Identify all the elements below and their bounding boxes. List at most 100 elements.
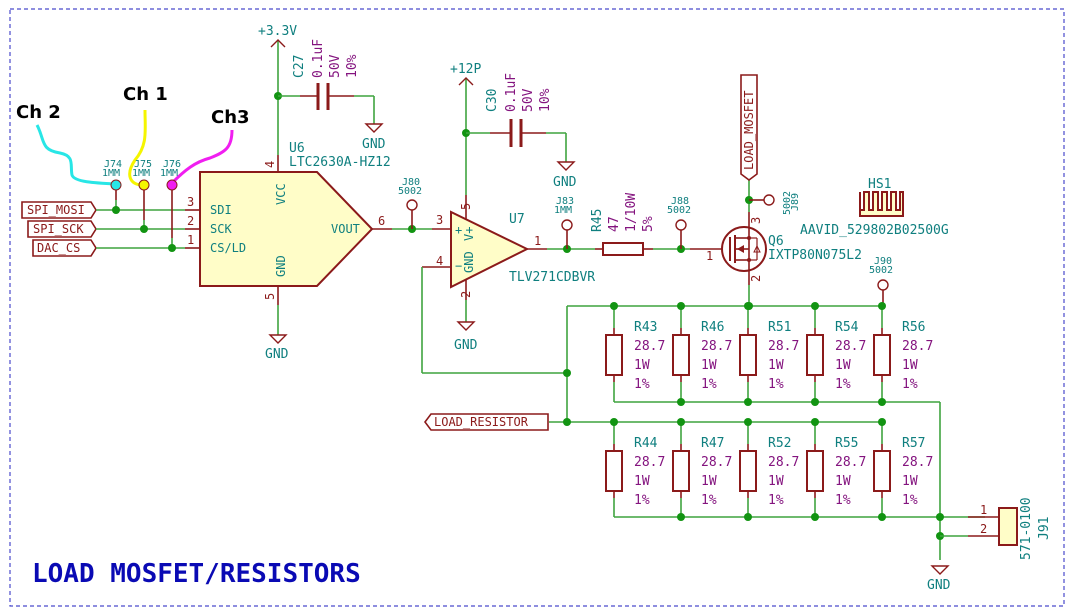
svg-text:1: 1 bbox=[706, 249, 713, 263]
resistor-value: 28.7 bbox=[701, 455, 732, 470]
r45-resistor[interactable] bbox=[602, 242, 644, 256]
q6-mosfet[interactable] bbox=[721, 226, 767, 272]
resistor-value: 28.7 bbox=[701, 339, 732, 354]
resistor-power: 1W bbox=[902, 358, 918, 373]
gnd-symbol bbox=[268, 334, 288, 344]
hs1-ref: HS1 bbox=[868, 177, 891, 192]
resistor-r52[interactable]: R52 28.7 1W 1% bbox=[739, 418, 799, 521]
svg-text:5002: 5002 bbox=[782, 191, 793, 215]
svg-text:SPI_SCK: SPI_SCK bbox=[33, 222, 84, 236]
resistor-power: 1W bbox=[634, 474, 650, 489]
gnd-symbol bbox=[556, 161, 576, 171]
resistor-value: 28.7 bbox=[768, 455, 799, 470]
svg-text:J88: J88 bbox=[671, 196, 689, 207]
resistor-tolerance: 1% bbox=[835, 493, 851, 508]
r45-value: 47 bbox=[607, 216, 622, 232]
resistor-tolerance: 1% bbox=[768, 377, 784, 392]
u7-opamp[interactable] bbox=[450, 210, 530, 289]
resistor-power: 1W bbox=[902, 474, 918, 489]
resistor-tolerance: 1% bbox=[701, 377, 717, 392]
testpoint-j90[interactable] bbox=[877, 279, 889, 291]
svg-text:V+: V+ bbox=[462, 227, 476, 241]
resistor-tolerance: 1% bbox=[634, 493, 650, 508]
j74-ref: J74 bbox=[104, 159, 122, 170]
q6-ref: Q6 bbox=[768, 234, 784, 249]
gnd-symbol bbox=[364, 123, 384, 133]
testpoint-j83[interactable] bbox=[561, 219, 573, 231]
resistor-r51[interactable]: R51 28.7 1W 1% bbox=[739, 302, 799, 406]
resistor-ref: R44 bbox=[634, 436, 658, 451]
svg-text:5002: 5002 bbox=[398, 186, 422, 197]
svg-text:50V: 50V bbox=[521, 88, 536, 112]
svg-text:J89: J89 bbox=[790, 193, 801, 211]
svg-text:2: 2 bbox=[980, 522, 987, 536]
svg-text:5002: 5002 bbox=[667, 205, 691, 216]
probe-label-ch2: Ch 2 bbox=[16, 102, 61, 123]
resistor-value: 28.7 bbox=[634, 339, 665, 354]
power-12p-label: +12P bbox=[450, 62, 481, 77]
resistor-ref: R55 bbox=[835, 436, 858, 451]
svg-text:J90: J90 bbox=[874, 256, 892, 267]
u6-pin-sck: SCK bbox=[210, 222, 232, 236]
resistor-value: 28.7 bbox=[768, 339, 799, 354]
svg-text:5: 5 bbox=[263, 293, 277, 300]
svg-text:5%: 5% bbox=[641, 216, 656, 232]
svg-text:50V: 50V bbox=[328, 54, 343, 78]
resistor-power: 1W bbox=[768, 474, 784, 489]
j76-value: 1MM bbox=[160, 168, 178, 179]
j91-ref: J91 bbox=[1037, 517, 1052, 540]
global-label-spi-mosi[interactable]: SPI_MOSI bbox=[21, 201, 97, 219]
testpoint-j75[interactable] bbox=[138, 179, 150, 191]
u7-ref: U7 bbox=[509, 212, 525, 227]
power-arrow-3v3 bbox=[270, 39, 286, 48]
u7-value: TLV271CDBVR bbox=[509, 270, 595, 285]
resistor-ref: R52 bbox=[768, 436, 791, 451]
resistor-tolerance: 1% bbox=[701, 493, 717, 508]
resistor-ref: R56 bbox=[902, 320, 925, 335]
probe-label-ch3: Ch3 bbox=[211, 107, 250, 128]
resistor-tolerance: 1% bbox=[768, 493, 784, 508]
resistor-tolerance: 1% bbox=[835, 377, 851, 392]
resistor-r44[interactable]: R44 28.7 1W 1% bbox=[605, 418, 665, 517]
global-label-load-resistor[interactable]: LOAD_RESISTOR bbox=[424, 413, 549, 431]
global-label-spi-sck[interactable]: SPI_SCK bbox=[27, 220, 97, 238]
gnd-symbol bbox=[930, 565, 950, 575]
testpoint-j74[interactable] bbox=[110, 179, 122, 191]
global-label-dac-cs[interactable]: DAC_CS bbox=[32, 239, 97, 257]
testpoint-j76[interactable] bbox=[166, 179, 178, 191]
u6-pin-vout: VOUT bbox=[331, 222, 360, 236]
c27-value: 0.1uF bbox=[311, 39, 326, 78]
resistor-ref: R57 bbox=[902, 436, 925, 451]
resistor-power: 1W bbox=[768, 358, 784, 373]
j74-value: 1MM bbox=[102, 168, 120, 179]
j75-ref: J75 bbox=[134, 159, 152, 170]
c30-value: 0.1uF bbox=[504, 73, 519, 112]
j76-ref: J76 bbox=[163, 159, 181, 170]
resistor-power: 1W bbox=[634, 358, 650, 373]
probe-wire-ch2 bbox=[35, 124, 117, 186]
svg-text:5002: 5002 bbox=[869, 265, 893, 276]
j91-connector[interactable] bbox=[998, 507, 1018, 546]
u6-dac[interactable] bbox=[199, 171, 374, 287]
testpoint-j88[interactable] bbox=[675, 219, 687, 231]
testpoint-j89[interactable] bbox=[763, 194, 775, 206]
resistor-value: 28.7 bbox=[835, 339, 866, 354]
resistor-value: 28.7 bbox=[634, 455, 665, 470]
svg-text:3: 3 bbox=[187, 195, 194, 209]
svg-text:1: 1 bbox=[187, 233, 194, 247]
svg-text:SPI_MOSI: SPI_MOSI bbox=[27, 203, 85, 217]
global-label-load-mosfet[interactable]: LOAD_MOSFET bbox=[740, 74, 758, 181]
svg-text:+: + bbox=[455, 223, 462, 237]
testpoint-j80[interactable] bbox=[406, 199, 418, 211]
resistor-ref: R51 bbox=[768, 320, 791, 335]
svg-text:10%: 10% bbox=[538, 88, 553, 112]
probe-wire-ch1 bbox=[128, 109, 147, 187]
